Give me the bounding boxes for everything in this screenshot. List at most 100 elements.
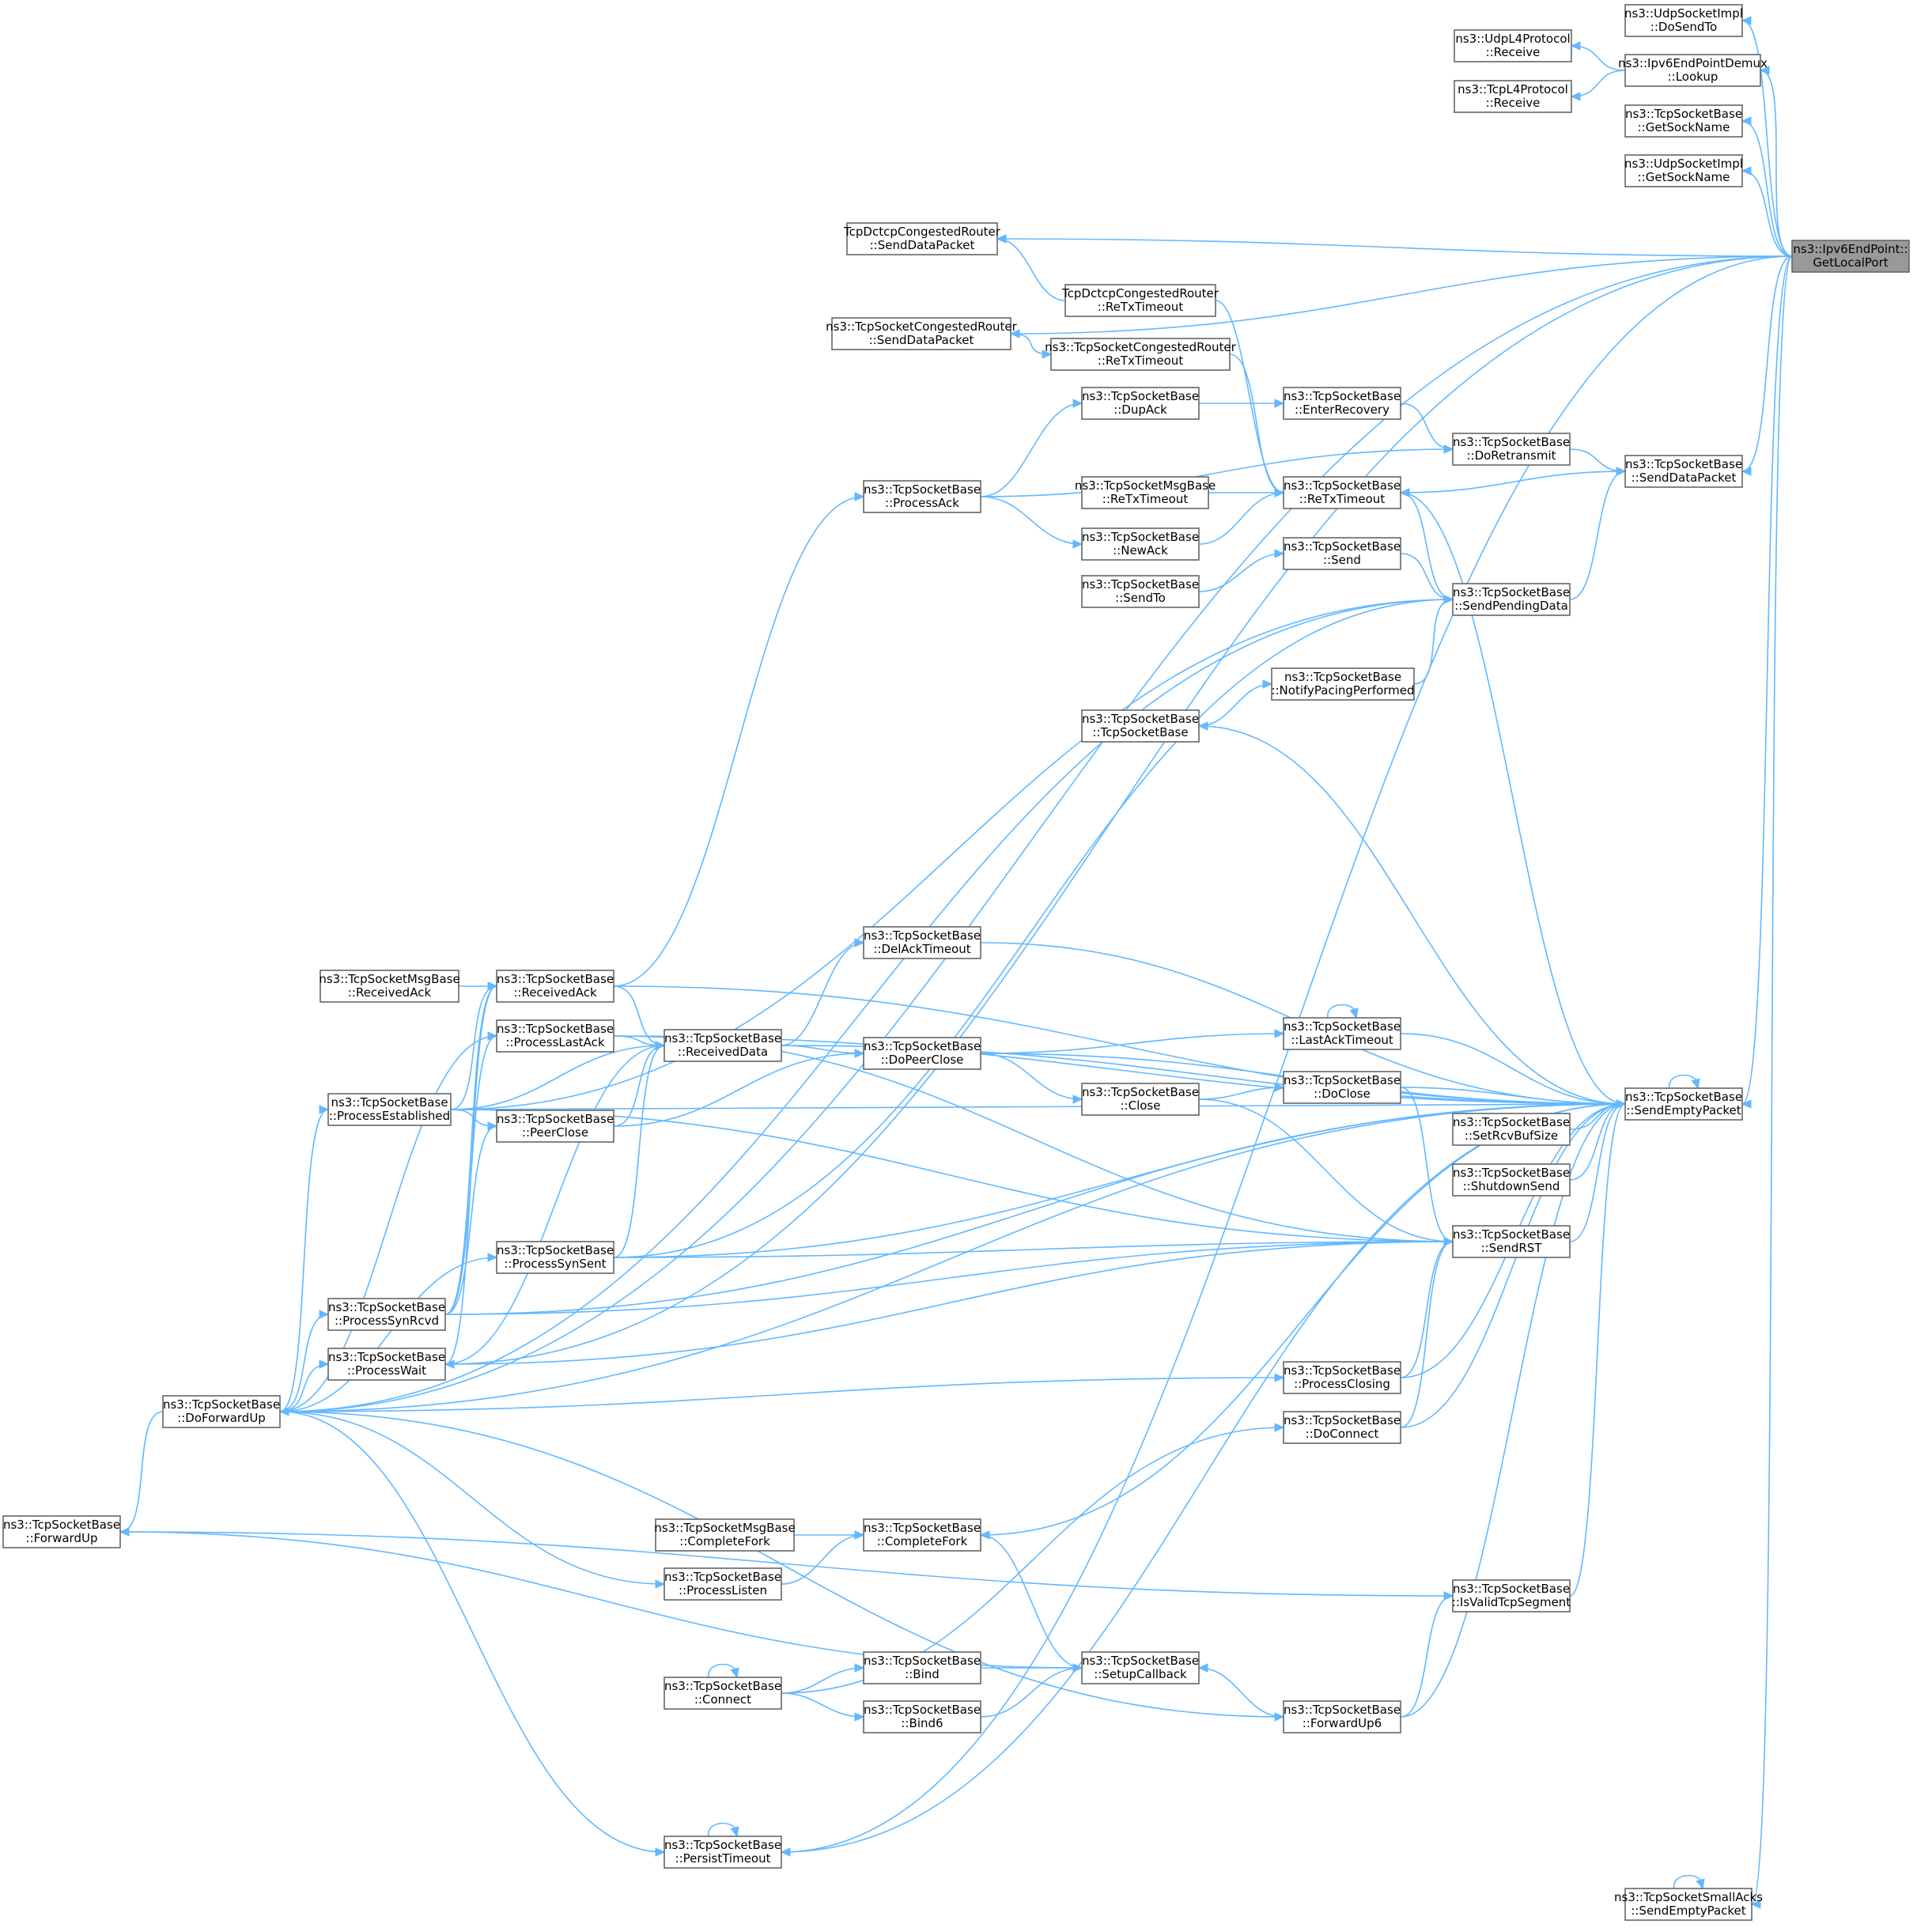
node-last-ack-timeout[interactable]: ns3::TcpSocketBase::LastAckTimeout bbox=[1283, 1017, 1401, 1050]
node-box bbox=[496, 1019, 614, 1053]
node-class-label: ns3::TcpSocketBase bbox=[664, 1570, 781, 1584]
node-do-retransmit[interactable]: ns3::TcpSocketBase::DoRetransmit bbox=[1452, 433, 1571, 466]
node-do-peer-close[interactable]: ns3::TcpSocketBase::DoPeerClose bbox=[863, 1037, 981, 1070]
node-set-rcv-buf[interactable]: ns3::TcpSocketBase::SetRcvBufSize bbox=[1452, 1113, 1571, 1146]
node-send[interactable]: ns3::TcpSocketBase::Send bbox=[1283, 537, 1401, 570]
node-bind6[interactable]: ns3::TcpSocketBase::Bind6 bbox=[863, 1700, 981, 1734]
node-class-label: ns3::Ipv6EndPoint:: bbox=[1793, 242, 1908, 256]
node-box bbox=[1454, 80, 1572, 113]
node-send-pending[interactable]: ns3::TcpSocketBase::SendPendingData bbox=[1452, 583, 1571, 616]
edge-arrowhead bbox=[854, 1663, 865, 1673]
node-tcp-ctor[interactable]: ns3::TcpSocketBase::TcpSocketBase bbox=[1081, 709, 1200, 743]
call-edge bbox=[613, 1035, 1626, 1105]
node-shutdown-send[interactable]: ns3::TcpSocketBase::ShutdownSend bbox=[1452, 1163, 1571, 1197]
node-small-acks-send-empty[interactable]: ns3::TcpSocketSmallAcks::SendEmptyPacket bbox=[1614, 1888, 1763, 1921]
node-process-listen[interactable]: ns3::TcpSocketBase::ProcessListen bbox=[664, 1567, 782, 1601]
node-demux-lookup[interactable]: ns3::Ipv6EndPointDemux::Lookup bbox=[1618, 54, 1768, 87]
node-dctcp-send-data[interactable]: TcpDctcpCongestedRouter::SendDataPacket bbox=[843, 222, 1001, 255]
node-class-label: ns3::TcpSocketCongestedRouter bbox=[826, 319, 1017, 334]
node-connect[interactable]: ns3::TcpSocketBase::Connect bbox=[664, 1677, 782, 1710]
node-box bbox=[1624, 4, 1743, 37]
call-edge bbox=[279, 1411, 665, 1585]
node-enter-recovery[interactable]: ns3::TcpSocketBase::EnterRecovery bbox=[1283, 387, 1401, 420]
node-dctcp-re-tx[interactable]: TcpDctcpCongestedRouter::ReTxTimeout bbox=[1061, 284, 1219, 317]
call-edge bbox=[444, 1035, 497, 1315]
call-edge bbox=[279, 1257, 497, 1412]
node-box bbox=[1283, 1071, 1401, 1104]
node-forward-up[interactable]: ns3::TcpSocketBase::ForwardUp bbox=[2, 1515, 121, 1548]
call-edge bbox=[1400, 1087, 1454, 1242]
call-edge bbox=[279, 1314, 329, 1412]
node-method-label: ::SetupCallback bbox=[1094, 1667, 1187, 1681]
call-edge bbox=[450, 1045, 665, 1110]
node-received-data[interactable]: ns3::TcpSocketBase::ReceivedData bbox=[664, 1029, 782, 1062]
node-do-close[interactable]: ns3::TcpSocketBase::DoClose bbox=[1283, 1071, 1401, 1104]
node-dup-ack[interactable]: ns3::TcpSocketBase::DupAck bbox=[1081, 387, 1200, 420]
edge-arrowhead bbox=[487, 1121, 498, 1131]
node-process-syn-sent[interactable]: ns3::TcpSocketBase::ProcessSynSent bbox=[496, 1241, 614, 1274]
call-edge bbox=[1569, 471, 1626, 600]
node-cong-re-tx[interactable]: ns3::TcpSocketCongestedRouter::ReTxTimeo… bbox=[1045, 338, 1237, 371]
node-tcp-get-sock-name[interactable]: ns3::TcpSocketBase::GetSockName bbox=[1624, 104, 1743, 138]
node-method-label: ::DelAckTimeout bbox=[873, 942, 970, 956]
node-msg-received-ack[interactable]: ns3::TcpSocketMsgBase::ReceivedAck bbox=[319, 970, 460, 1003]
node-do-forward-up[interactable]: ns3::TcpSocketBase::DoForwardUp bbox=[162, 1395, 281, 1428]
node-udp-l4-receive[interactable]: ns3::UdpL4Protocol::Receive bbox=[1454, 29, 1572, 62]
node-forward-up6[interactable]: ns3::TcpSocketBase::ForwardUp6 bbox=[1283, 1700, 1401, 1734]
node-close[interactable]: ns3::TcpSocketBase::Close bbox=[1081, 1083, 1200, 1116]
call-edge bbox=[980, 1667, 1083, 1718]
node-class-label: ns3::TcpSocketBase bbox=[1453, 585, 1570, 599]
node-received-ack[interactable]: ns3::TcpSocketBase::ReceivedAck bbox=[496, 970, 614, 1003]
node-box bbox=[1064, 284, 1216, 317]
node-send-to[interactable]: ns3::TcpSocketBase::SendTo bbox=[1081, 575, 1200, 608]
node-process-closing[interactable]: ns3::TcpSocketBase::ProcessClosing bbox=[1283, 1361, 1401, 1394]
node-method-label: ::ForwardUp6 bbox=[1303, 1716, 1382, 1730]
node-new-ack[interactable]: ns3::TcpSocketBase::NewAck bbox=[1081, 527, 1200, 561]
node-box bbox=[1624, 1087, 1743, 1121]
call-edge bbox=[996, 238, 1066, 301]
node-box bbox=[863, 1700, 981, 1734]
node-del-ack[interactable]: ns3::TcpSocketBase::DelAckTimeout bbox=[863, 926, 981, 959]
node-method-label: ::DoClose bbox=[1314, 1087, 1371, 1101]
node-root[interactable]: ns3::Ipv6EndPoint::GetLocalPort bbox=[1791, 240, 1910, 273]
node-process-syn-rcvd[interactable]: ns3::TcpSocketBase::ProcessSynRcvd bbox=[327, 1298, 446, 1331]
edge-arrowhead bbox=[1741, 16, 1752, 25]
node-udp-get-sock-name[interactable]: ns3::UdpSocketImpl::GetSockName bbox=[1624, 154, 1743, 187]
node-class-label: ns3::TcpSocketBase bbox=[664, 1838, 781, 1852]
edge-arrowhead bbox=[1696, 1878, 1705, 1890]
node-class-label: ns3::TcpSocketMsgBase bbox=[654, 1521, 795, 1535]
edge-arrowhead bbox=[1072, 1663, 1083, 1673]
node-send-rst[interactable]: ns3::TcpSocketBase::SendRST bbox=[1452, 1225, 1571, 1258]
node-msg-complete-fork[interactable]: ns3::TcpSocketMsgBase::CompleteFork bbox=[654, 1518, 796, 1552]
node-complete-fork[interactable]: ns3::TcpSocketBase::CompleteFork bbox=[863, 1518, 981, 1552]
node-process-last-ack[interactable]: ns3::TcpSocketBase::ProcessLastAck bbox=[496, 1019, 614, 1053]
node-process-wait[interactable]: ns3::TcpSocketBase::ProcessWait bbox=[327, 1348, 446, 1381]
node-peer-close[interactable]: ns3::TcpSocketBase::PeerClose bbox=[496, 1110, 614, 1143]
call-edge bbox=[1400, 471, 1626, 493]
node-send-data-packet[interactable]: ns3::TcpSocketBase::SendDataPacket bbox=[1624, 455, 1743, 488]
node-class-label: ns3::TcpSocketBase bbox=[1082, 1654, 1199, 1668]
node-persist-timeout[interactable]: ns3::TcpSocketBase::PersistTimeout bbox=[664, 1836, 782, 1869]
node-is-valid-seg[interactable]: ns3::TcpSocketBase::IsValidTcpSegment bbox=[1452, 1579, 1571, 1613]
node-msg-re-tx[interactable]: ns3::TcpSocketMsgBase::ReTxTimeout bbox=[1075, 476, 1216, 509]
node-class-label: ns3::TcpSocketBase bbox=[864, 1654, 981, 1668]
node-re-tx[interactable]: ns3::TcpSocketBase::ReTxTimeout bbox=[1283, 476, 1401, 509]
node-tcp-l4-receive[interactable]: ns3::TcpL4Protocol::Receive bbox=[1454, 80, 1572, 113]
node-box bbox=[1452, 583, 1571, 616]
node-method-label: ::ForwardUp bbox=[26, 1531, 98, 1545]
node-cong-send-data[interactable]: ns3::TcpSocketCongestedRouter::SendDataP… bbox=[826, 317, 1018, 350]
node-process-ack[interactable]: ns3::TcpSocketBase::ProcessAck bbox=[863, 480, 981, 513]
edge-arrowhead bbox=[1750, 1900, 1761, 1909]
node-bind[interactable]: ns3::TcpSocketBase::Bind bbox=[863, 1651, 981, 1684]
node-process-established[interactable]: ns3::TcpSocketBase::ProcessEstablished bbox=[327, 1093, 452, 1126]
node-do-connect[interactable]: ns3::TcpSocketBase::DoConnect bbox=[1283, 1411, 1401, 1444]
node-setup-callback[interactable]: ns3::TcpSocketBase::SetupCallback bbox=[1081, 1651, 1200, 1684]
node-box bbox=[1624, 54, 1761, 87]
node-class-label: ns3::TcpSocketBase bbox=[1284, 478, 1401, 493]
node-udp-do-send-to[interactable]: ns3::UdpSocketImpl::DoSendTo bbox=[1624, 4, 1743, 37]
node-send-empty[interactable]: ns3::TcpSocketBase::SendEmptyPacket bbox=[1624, 1087, 1743, 1121]
node-class-label: ns3::TcpSocketBase bbox=[1453, 1115, 1570, 1129]
node-notify-pacing[interactable]: ns3::TcpSocketBase::NotifyPacingPerforme… bbox=[1271, 667, 1415, 701]
edge-arrowhead bbox=[655, 1041, 666, 1050]
edge-arrowhead bbox=[1741, 467, 1752, 476]
